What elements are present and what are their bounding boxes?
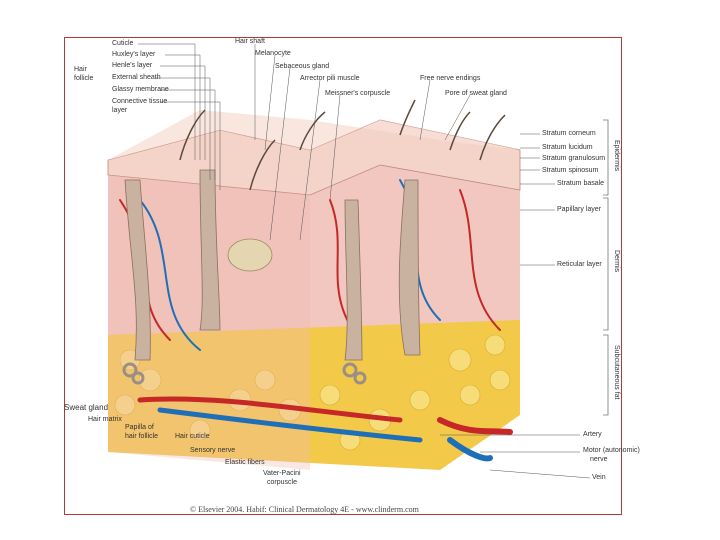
label-pore: Pore of sweat gland — [445, 90, 507, 97]
label-henle: Henle's layer — [112, 62, 153, 69]
label-external-sheath: External sheath — [112, 74, 161, 81]
label-connective-tissue-2: layer — [112, 107, 128, 114]
label-stratum-basale: Stratum basale — [557, 180, 605, 187]
label-hair-follicle-2: follicle — [74, 75, 94, 82]
label-sensory-nerve: Sensory nerve — [190, 447, 236, 454]
sweat-gland-coils — [122, 362, 367, 385]
label-motor-nerve-2: nerve — [590, 456, 608, 463]
label-melanocyte: Melanocyte — [255, 50, 291, 57]
label-cuticle: Cuticle — [112, 40, 134, 47]
label-vein: Vein — [592, 474, 606, 481]
hair-shafts — [179, 99, 506, 191]
label-connective-tissue: Connective tissue — [112, 98, 168, 105]
label-sebaceous-gland: Sebaceous gland — [275, 63, 330, 70]
sebaceous-gland-shape — [227, 238, 273, 272]
label-hair-follicle: Hair — [74, 66, 87, 73]
label-dermis: Dermis — [613, 250, 620, 273]
label-elastic-fibers: Elastic fibers — [225, 459, 265, 466]
label-stratum-corneum: Stratum corneum — [542, 130, 596, 137]
label-papilla: Papilla of — [125, 424, 154, 431]
label-glassy-membrane: Glassy membrane — [112, 86, 169, 93]
fat-cells — [114, 334, 511, 451]
label-vater-pacini-2: corpuscle — [267, 479, 297, 486]
copyright-credit: © Elsevier 2004. Habif: Clinical Dermato… — [190, 505, 419, 514]
label-free-nerve: Free nerve endings — [420, 75, 481, 82]
label-vater-pacini: Vater-Pacini — [263, 470, 301, 477]
label-stratum-lucidum: Stratum lucidum — [542, 144, 593, 151]
leader-lines — [138, 43, 591, 479]
label-hair-matrix: Hair matrix — [88, 416, 122, 423]
label-hair-shaft: Hair shaft — [235, 38, 265, 45]
label-motor-nerve: Motor (autonomic) — [583, 447, 640, 454]
label-meissner: Meissner's corpuscle — [325, 90, 391, 97]
layer-brackets — [603, 119, 609, 416]
label-sweat-gland: Sweat gland — [64, 403, 109, 412]
label-reticular-layer: Reticular layer — [557, 261, 602, 268]
label-stratum-spinosum: Stratum spinosum — [542, 167, 599, 174]
label-subcutaneous-fat: Subcutaneous fat — [613, 345, 620, 400]
label-arrector-pili: Arrector pili muscle — [300, 75, 360, 82]
hair-follicles — [124, 169, 421, 361]
label-stratum-granulosum: Stratum granulosum — [542, 155, 606, 162]
label-huxley: Huxley's layer — [112, 51, 156, 58]
label-papilla-2: hair follicle — [125, 433, 159, 440]
label-papillary-layer: Papillary layer — [557, 206, 601, 213]
epidermis-top-surface — [108, 110, 520, 160]
label-hair-cuticle: Hair cuticle — [175, 433, 210, 440]
label-artery: Artery — [583, 431, 602, 438]
label-epidermis: Epidermis — [613, 140, 620, 172]
